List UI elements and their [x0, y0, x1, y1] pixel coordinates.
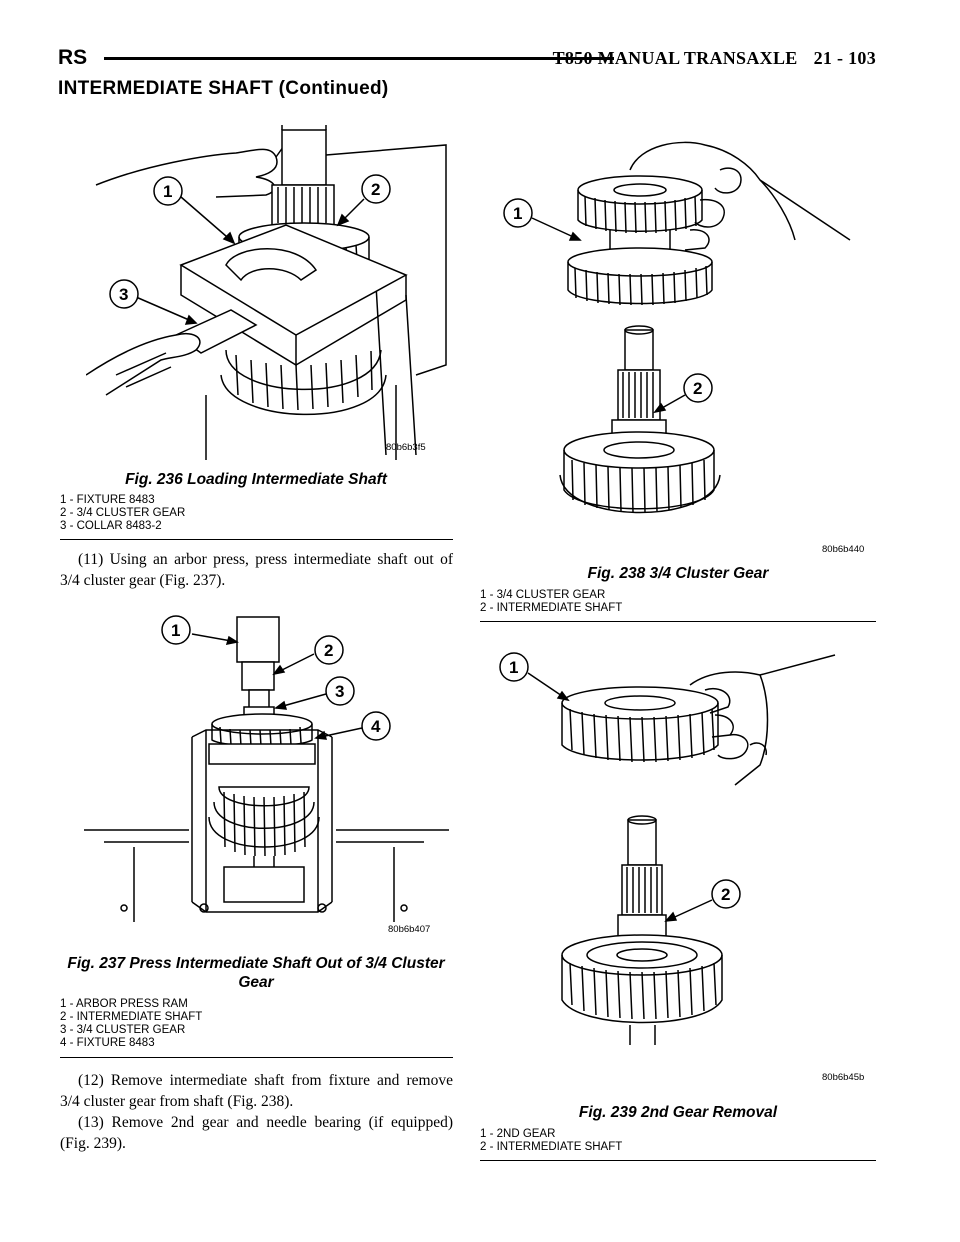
figure-239-illustration: 1 2 — [490, 645, 860, 1075]
legend-item: 1 - 2ND GEAR — [480, 1128, 556, 1140]
figure-237-legend: 1 - ARBOR PRESS RAM 2 - INTERMEDIATE SHA… — [60, 998, 202, 1050]
callout-1: 1 — [171, 621, 180, 640]
legend-item: 3 - COLLAR 8483-2 — [60, 520, 162, 532]
callout-group: 1 2 3 — [109, 174, 391, 309]
second-gear-illustration: 1 2 — [499, 652, 836, 1045]
callout-2: 2 — [721, 885, 730, 904]
callout-3: 3 — [335, 682, 344, 701]
figure-238-legend: 1 - 3/4 CLUSTER GEAR 2 - INTERMEDIATE SH… — [480, 589, 622, 615]
callout-circle — [711, 879, 741, 909]
callout-circle — [325, 676, 355, 706]
legend-item: 2 - INTERMEDIATE SHAFT — [480, 1141, 623, 1153]
figure-code: 80b6b3f5 — [386, 442, 426, 453]
arbor-press-illustration: 1 2 3 4 — [84, 615, 449, 922]
figure-238-caption: Fig. 238 3/4 Cluster Gear — [587, 565, 769, 582]
figure-code: 80b6b440 — [822, 544, 865, 555]
callout-3: 3 — [119, 285, 128, 304]
fixture-collar-illustration: 1 2 3 — [86, 125, 447, 460]
legend-item: 4 - FIXTURE 8483 — [60, 1037, 155, 1049]
callout-2: 2 — [324, 641, 333, 660]
callout-2: 2 — [371, 180, 380, 199]
figure-238-illustration: 1 2 — [490, 130, 860, 540]
callout-group: 1 2 — [503, 198, 713, 403]
callout-circle — [361, 711, 391, 741]
callout-circle — [314, 635, 344, 665]
legend-item: 1 - FIXTURE 8483 — [60, 494, 155, 506]
callout-4: 4 — [371, 717, 381, 736]
figure-239-caption: Fig. 239 2nd Gear Removal — [578, 1104, 778, 1121]
step-11-text: (11) Using an arbor press, press interme… — [60, 551, 453, 589]
header-title-group: T850 MANUAL TRANSAXLE 21 - 103 — [553, 48, 876, 69]
legend-item: 3 - 3/4 CLUSTER GEAR — [60, 1024, 186, 1036]
figure-236-illustration: 1 2 3 — [86, 125, 456, 460]
cluster-gear-illustration: 1 2 — [503, 141, 851, 514]
callout-2: 2 — [693, 379, 702, 398]
page-number: 21 - 103 — [813, 48, 876, 68]
callout-1: 1 — [509, 658, 518, 677]
callout-circle — [161, 615, 191, 645]
legend-item: 2 - INTERMEDIATE SHAFT — [480, 602, 623, 614]
legend-item: 1 - 3/4 CLUSTER GEAR — [480, 589, 606, 601]
callout-circle — [683, 373, 713, 403]
figure-237-illustration: 1 2 3 4 — [84, 612, 454, 922]
page-header: RS T850 MANUAL TRANSAXLE 21 - 103 — [58, 44, 876, 74]
figure-236-legend: 1 - FIXTURE 8483 2 - 3/4 CLUSTER GEAR 3 … — [60, 494, 185, 533]
callout-group: 1 2 3 4 — [161, 615, 391, 741]
figure-239-legend: 1 - 2ND GEAR 2 - INTERMEDIATE SHAFT — [480, 1128, 622, 1154]
header-title: T850 MANUAL TRANSAXLE — [552, 48, 798, 68]
figure-237-caption: Fig. 237 Press Intermediate Shaft Out of… — [67, 955, 445, 991]
callout-circle — [153, 176, 183, 206]
callout-circle — [361, 174, 391, 204]
callout-circle — [499, 652, 529, 682]
figure-239-rule — [480, 1160, 876, 1161]
callout-group: 1 2 — [499, 652, 741, 909]
legend-item: 1 - ARBOR PRESS RAM — [60, 998, 188, 1010]
figure-237-rule — [60, 1057, 453, 1058]
callout-circle — [109, 279, 139, 309]
step-11-paragraph: (11) Using an arbor press, press interme… — [60, 549, 453, 591]
figure-code: 80b6b407 — [388, 924, 431, 935]
legend-item: 2 - 3/4 CLUSTER GEAR — [60, 507, 186, 519]
callout-1: 1 — [513, 204, 522, 223]
header-rule — [104, 57, 614, 60]
callout-1: 1 — [163, 182, 172, 201]
step-12-text: (12) Remove intermediate shaft from fixt… — [60, 1072, 453, 1110]
legend-item: 2 - INTERMEDIATE SHAFT — [60, 1011, 203, 1023]
step-13-text: (13) Remove 2nd gear and needle bearing … — [60, 1114, 453, 1152]
callout-circle — [503, 198, 533, 228]
section-subheading: INTERMEDIATE SHAFT (Continued) — [58, 78, 389, 99]
section-code: RS — [58, 46, 88, 69]
figure-236-caption: Fig. 236 Loading Intermediate Shaft — [125, 471, 387, 488]
figure-238-rule — [480, 621, 876, 622]
figure-236-rule — [60, 539, 453, 540]
steps-12-13-paragraphs: (12) Remove intermediate shaft from fixt… — [60, 1070, 453, 1154]
figure-code: 80b6b45b — [822, 1072, 865, 1083]
